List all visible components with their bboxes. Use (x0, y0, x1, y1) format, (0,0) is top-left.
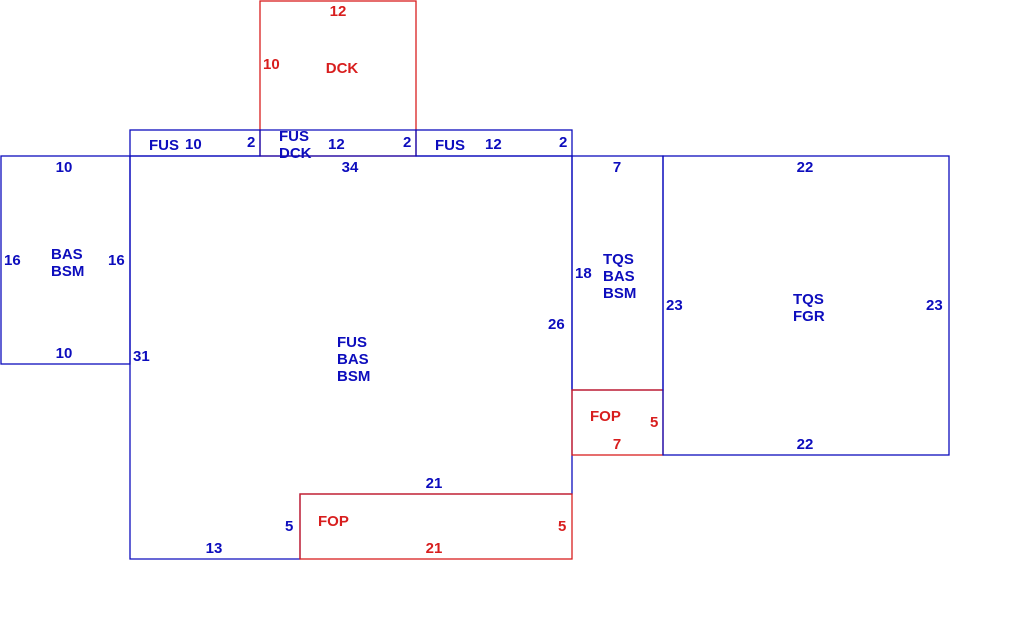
fop-right-bottom-dimension: 7 (613, 436, 621, 453)
main-right-dimension: 26 (548, 316, 565, 333)
main-top-dimension: 34 (342, 159, 359, 176)
tqs-bas-label-2: BAS (603, 268, 635, 285)
main-bottom-left-dimension: 13 (206, 540, 223, 557)
bas-left-right-dimension: 16 (108, 252, 125, 269)
bas-left-top-dimension: 10 (56, 159, 73, 176)
fus-strip-left-length: 10 (185, 136, 202, 153)
main-label-3: BSM (337, 368, 370, 385)
tqs-fgr-left-dimension: 23 (666, 297, 683, 314)
tqs-fgr-top-dimension: 22 (797, 159, 814, 176)
tqs-bas-label-3: BSM (603, 285, 636, 302)
fop-bottom-outline (299, 493, 573, 560)
tqs-fgr-outline (662, 155, 950, 456)
tqs-fgr-area: 22 23 23 TQS FGR 22 (662, 155, 950, 456)
fus-strip-left-depth: 2 (247, 134, 255, 151)
fus-strip-mid: FUS DCK 12 2 (260, 128, 416, 162)
fus-strip-right: FUS 12 2 (415, 129, 573, 157)
main-area: 34 31 26 FUS BAS BSM 21 13 5 (129, 155, 573, 560)
fus-strip-mid-label-1: FUS (279, 128, 309, 145)
fop-right-label: FOP (590, 408, 621, 425)
bas-left-area: 10 16 16 BAS BSM 10 (0, 155, 131, 365)
main-label-2: BAS (337, 351, 369, 368)
tqs-fgr-label-2: FGR (793, 308, 825, 325)
fop-bottom-bottom-dimension: 21 (426, 540, 443, 557)
fus-strip-right-depth: 2 (559, 134, 567, 151)
main-notch-top-dimension: 21 (426, 475, 443, 492)
dck-label: DCK (326, 60, 359, 77)
tqs-bas-area: 7 18 TQS BAS BSM (571, 155, 664, 391)
fop-bottom-right-dimension: 5 (558, 518, 566, 535)
bas-left-label-2: BSM (51, 263, 84, 280)
dck-left-dimension: 10 (263, 56, 280, 73)
fop-bottom-area: FOP 5 21 (299, 493, 573, 560)
main-left-dimension: 31 (133, 348, 150, 365)
tqs-bas-label-1: TQS (603, 251, 634, 268)
tqs-fgr-label-1: TQS (793, 291, 824, 308)
fus-strip-mid-depth: 2 (403, 134, 411, 151)
fus-strip-mid-label-2: DCK (279, 145, 312, 162)
fop-right-area: FOP 5 7 (571, 389, 664, 456)
bas-left-bottom-dimension: 10 (56, 345, 73, 362)
tqs-fgr-right-dimension: 23 (926, 297, 943, 314)
main-label-1: FUS (337, 334, 367, 351)
fus-strip-right-label: FUS (435, 137, 465, 154)
bas-left-left-dimension: 16 (4, 252, 21, 269)
fus-strip-left-label: FUS (149, 137, 179, 154)
bas-left-label-1: BAS (51, 246, 83, 263)
fop-right-right-dimension: 5 (650, 414, 658, 431)
tqs-bas-left-dimension: 18 (575, 265, 592, 282)
tqs-bas-top-dimension: 7 (613, 159, 621, 176)
fop-bottom-label: FOP (318, 513, 349, 530)
fus-strip-right-length: 12 (485, 136, 502, 153)
main-notch-left-dimension: 5 (285, 518, 293, 535)
fus-strip-mid-length: 12 (328, 136, 345, 153)
dck-top-dimension: 12 (330, 3, 347, 20)
tqs-fgr-bottom-dimension: 22 (797, 436, 814, 453)
fus-strip-left: FUS 10 2 (129, 129, 261, 157)
